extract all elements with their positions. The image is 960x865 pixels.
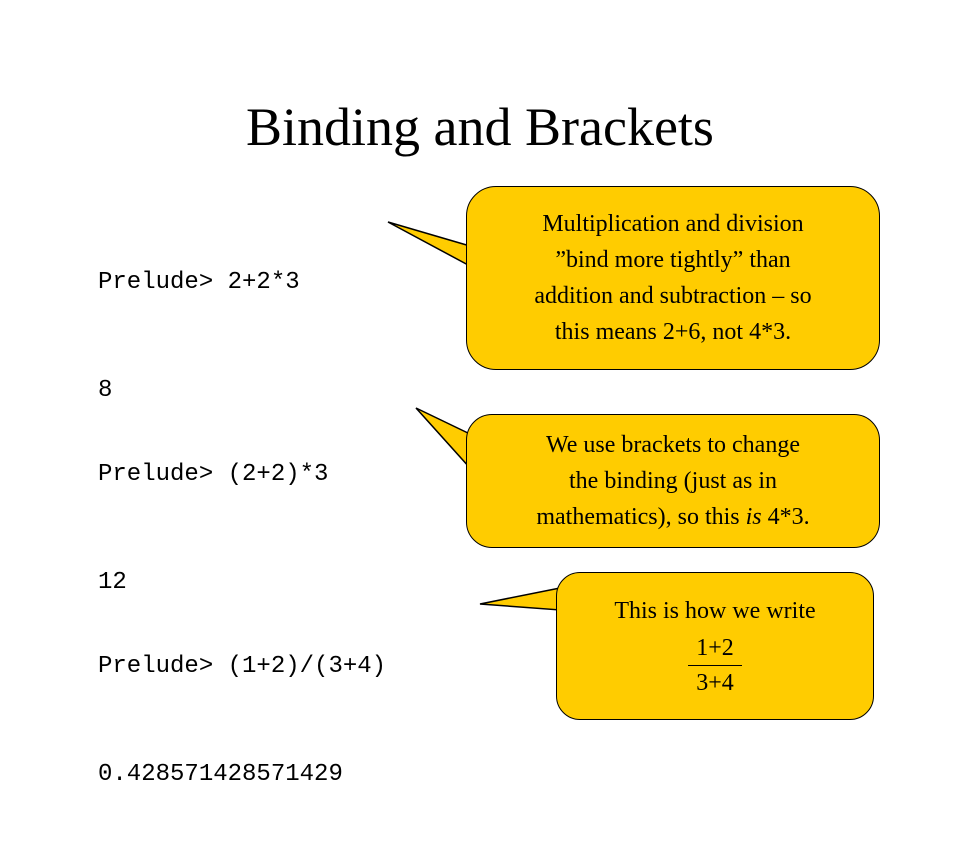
callout-line: this means 2+6, not 4*3. <box>554 319 792 345</box>
callout-binding: Multiplication and division ”bind more t… <box>466 186 880 370</box>
callout-line: mathematics), so this is 4*3. <box>536 499 809 535</box>
callout-line: addition and subtraction – so <box>534 283 812 309</box>
fraction-numerator: 1+2 <box>688 631 742 666</box>
code-example-1: Prelude> 2+2*3 8 <box>98 193 300 481</box>
callout-line: Multiplication and division <box>542 211 804 237</box>
callout-line: This is how we write <box>614 597 816 624</box>
callout-line: the binding (just as in <box>569 468 777 494</box>
code-prompt: Prelude> (2+2)*3 <box>98 461 329 488</box>
callout-emphasis: is <box>745 504 762 530</box>
callout-tail-fraction <box>479 587 561 611</box>
callout-line: ”bind more tightly” than <box>555 247 791 273</box>
code-result: 12 <box>98 569 127 596</box>
callout-tail-brackets <box>415 407 471 470</box>
fraction: 1+2 3+4 <box>688 631 742 700</box>
slide-title: Binding and Brackets <box>246 97 714 157</box>
callout-tail-binding <box>387 221 471 268</box>
callout-line: We use brackets to change <box>546 432 800 458</box>
code-result: 8 <box>98 377 113 404</box>
callout-fraction: This is how we write 1+2 3+4 <box>556 572 874 720</box>
code-prompt: Prelude> 2+2*3 <box>98 269 300 296</box>
code-result: 0.428571428571429 <box>98 761 343 788</box>
code-prompt: Prelude> (1+2)/(3+4) <box>98 653 387 680</box>
code-example-2: Prelude> (2+2)*3 12 <box>98 385 328 673</box>
callout-text: mathematics), so this <box>536 504 746 530</box>
fraction-denominator: 3+4 <box>696 669 734 696</box>
callout-brackets: We use brackets to change the binding (j… <box>466 414 880 548</box>
callout-text: 4*3. <box>761 504 810 530</box>
